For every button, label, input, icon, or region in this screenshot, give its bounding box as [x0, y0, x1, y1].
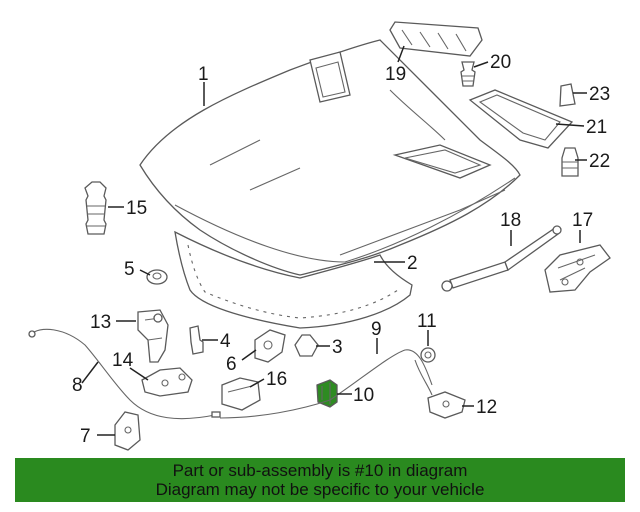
callout-labels: 1 2 3 4 5 6 7 8 9 10 11 12 13 14 15 16 1…: [72, 52, 610, 447]
callout-22: 22: [589, 151, 610, 172]
callout-12: 12: [476, 397, 497, 418]
callout-20: 20: [490, 52, 511, 73]
callout-8: 8: [72, 375, 83, 396]
part-gas-strut[interactable]: [441, 225, 562, 292]
hood-parts-diagram: 1 2 3 4 5 6 7 8 9 10 11 12 13 14 15 16 1…: [28, 21, 611, 451]
part-bumper-stop[interactable]: [84, 181, 107, 235]
callout-11: 11: [417, 311, 437, 332]
part-retainer-22[interactable]: [561, 147, 579, 177]
part-latch[interactable]: [141, 367, 193, 397]
callout-1: 1: [198, 64, 209, 85]
callout-10: 10: [353, 385, 374, 406]
part-hood[interactable]: [139, 39, 521, 276]
callout-21: 21: [586, 117, 607, 138]
part-clip-11[interactable]: [420, 347, 436, 363]
callout-4: 4: [220, 331, 231, 352]
leader-lines: [81, 45, 587, 436]
part-insulator[interactable]: [174, 230, 413, 329]
callout-6: 6: [226, 354, 237, 375]
part-latch-bracket[interactable]: [137, 309, 169, 363]
part-hinge[interactable]: [544, 244, 611, 293]
callout-9: 9: [371, 319, 382, 340]
banner-line-2: Diagram may not be specific to your vehi…: [155, 480, 485, 499]
part-cable-bracket[interactable]: [114, 411, 141, 451]
part-striker[interactable]: [254, 329, 286, 363]
part-clip-3[interactable]: [294, 334, 319, 357]
callout-7: 7: [80, 426, 91, 447]
info-banner: Part or sub-assembly is #10 in diagram D…: [15, 458, 625, 502]
callout-18: 18: [500, 210, 521, 231]
part-release-handle[interactable]: [221, 377, 261, 411]
callout-5: 5: [124, 259, 135, 280]
part-clip-23[interactable]: [559, 83, 576, 107]
part-vent-grille[interactable]: [389, 21, 483, 57]
part-grommet[interactable]: [146, 269, 168, 285]
callout-16: 16: [266, 369, 287, 390]
banner-line-1: Part or sub-assembly is #10 in diagram: [172, 461, 468, 480]
callout-17: 17: [572, 210, 593, 231]
callout-3: 3: [332, 337, 343, 358]
callout-19: 19: [385, 64, 406, 85]
part-cables[interactable]: [28, 328, 433, 420]
callout-2: 2: [407, 253, 418, 274]
callout-23: 23: [589, 84, 610, 105]
callout-15: 15: [126, 198, 147, 219]
callout-13: 13: [90, 312, 111, 333]
part-clip-20[interactable]: [460, 61, 476, 87]
part-bolt[interactable]: [189, 325, 204, 355]
part-release-lever[interactable]: [427, 391, 466, 419]
callout-14: 14: [112, 350, 134, 371]
part-seal-frame[interactable]: [468, 89, 574, 149]
